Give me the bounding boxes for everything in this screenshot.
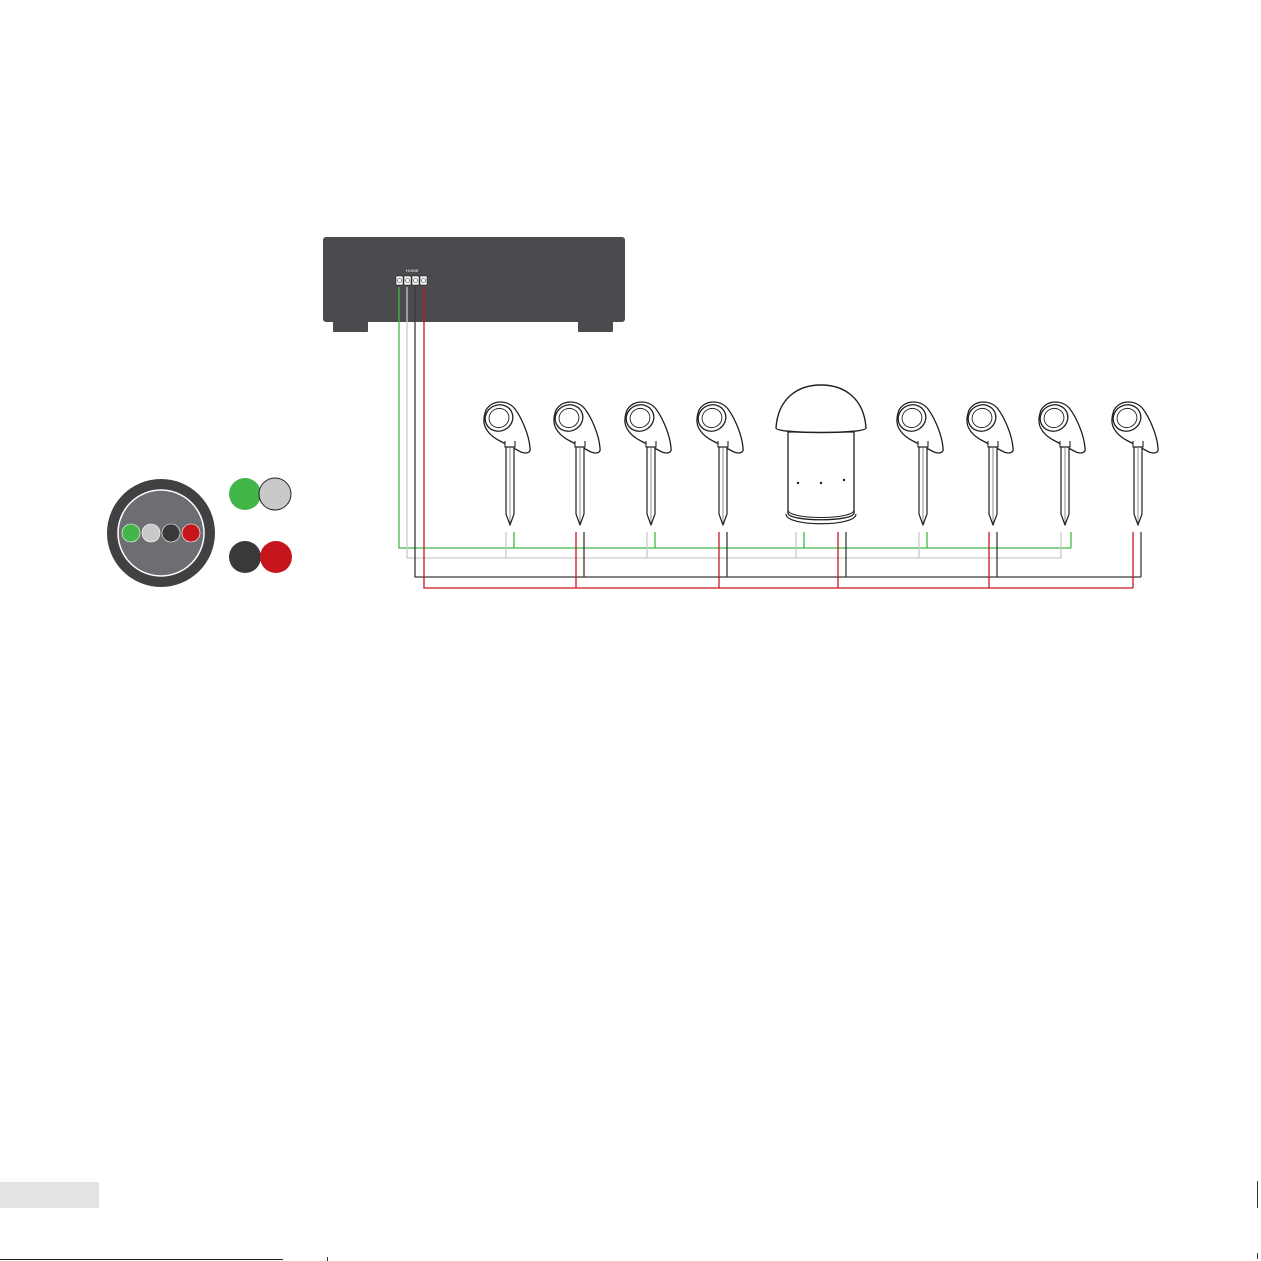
wire-pair-2	[229, 541, 292, 573]
amplifier-foot-left	[333, 320, 368, 332]
speaker-neck	[918, 441, 928, 447]
cable-conductor-green	[122, 524, 140, 542]
landscape-speaker-icon	[694, 400, 743, 525]
crop-mark	[1257, 1181, 1258, 1208]
crop-mark	[1257, 1253, 1258, 1259]
speaker-neck	[646, 441, 656, 447]
subwoofer-port	[820, 482, 822, 484]
cable-conductor-black	[162, 524, 180, 542]
landscape-speaker-icon	[1036, 400, 1085, 525]
speaker-terminal	[412, 276, 419, 285]
crop-mark	[327, 1257, 328, 1261]
cable-cross-section-icon	[107, 479, 215, 587]
landscape-speaker-icon	[481, 400, 530, 525]
speaker-row	[481, 385, 1158, 525]
legend-dot-red	[260, 541, 292, 573]
wire	[424, 287, 1133, 588]
landscape-speaker-icon	[964, 400, 1013, 525]
speaker-terminal	[396, 276, 403, 285]
wire-pair-1	[229, 478, 291, 510]
speaker-neck	[575, 441, 585, 447]
amplifier-body	[323, 237, 625, 322]
subwoofer-body	[788, 432, 854, 520]
landscape-speaker-icon	[622, 400, 671, 525]
landscape-speaker-icon	[1109, 400, 1158, 525]
legend-dot-black	[229, 541, 261, 573]
speaker-neck	[1133, 441, 1143, 447]
mushroom-subwoofer-icon	[776, 385, 866, 524]
cable-conductor-red	[182, 524, 200, 542]
cable-conductor-white	[142, 524, 160, 542]
subwoofer-port	[797, 482, 799, 484]
subwoofer-port	[843, 479, 845, 481]
speaker-neck	[1060, 441, 1070, 447]
speaker-neck	[505, 441, 515, 447]
landscape-speaker-icon	[551, 400, 600, 525]
speaker-terminal	[404, 276, 411, 285]
speaker-neck	[718, 441, 728, 447]
speaker-neck	[988, 441, 998, 447]
legend-dot-green	[229, 478, 261, 510]
amplifier-icon: HOME	[323, 237, 625, 332]
subwoofer-dome	[776, 385, 866, 433]
page-tab	[0, 1182, 99, 1208]
landscape-speaker-icon	[894, 400, 943, 525]
wire-legend	[107, 478, 292, 587]
terminal-label: HOME	[406, 268, 419, 273]
speaker-terminal	[420, 276, 427, 285]
bottom-rule	[0, 1259, 283, 1260]
amplifier-foot-right	[578, 320, 613, 332]
legend-dot-white	[259, 478, 291, 510]
